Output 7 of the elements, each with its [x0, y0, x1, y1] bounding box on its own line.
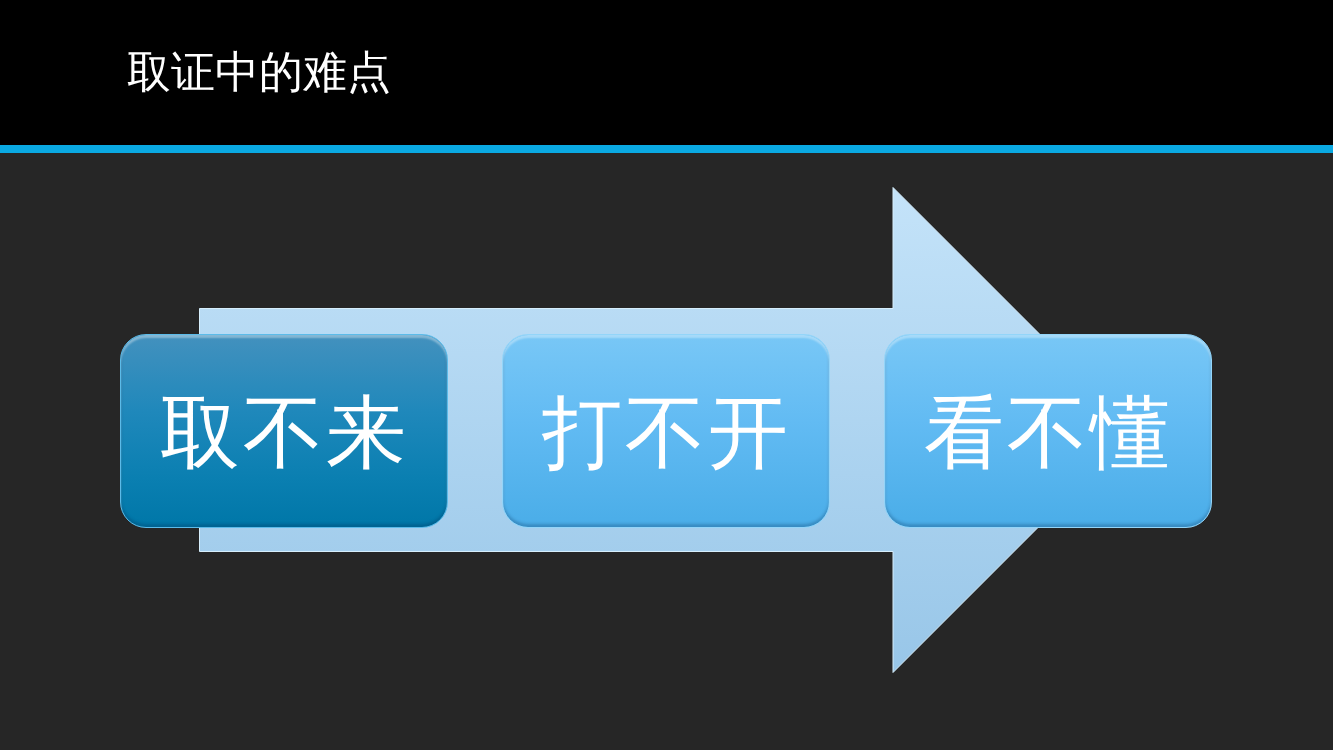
step-label: 取不来 — [159, 385, 409, 478]
step-box — [120, 334, 448, 528]
step-box — [502, 334, 830, 528]
slide-title: 取证中的难点 — [127, 45, 391, 99]
step-label: 看不懂 — [923, 385, 1173, 478]
step-box — [884, 334, 1212, 528]
step-label: 打不开 — [541, 385, 791, 478]
